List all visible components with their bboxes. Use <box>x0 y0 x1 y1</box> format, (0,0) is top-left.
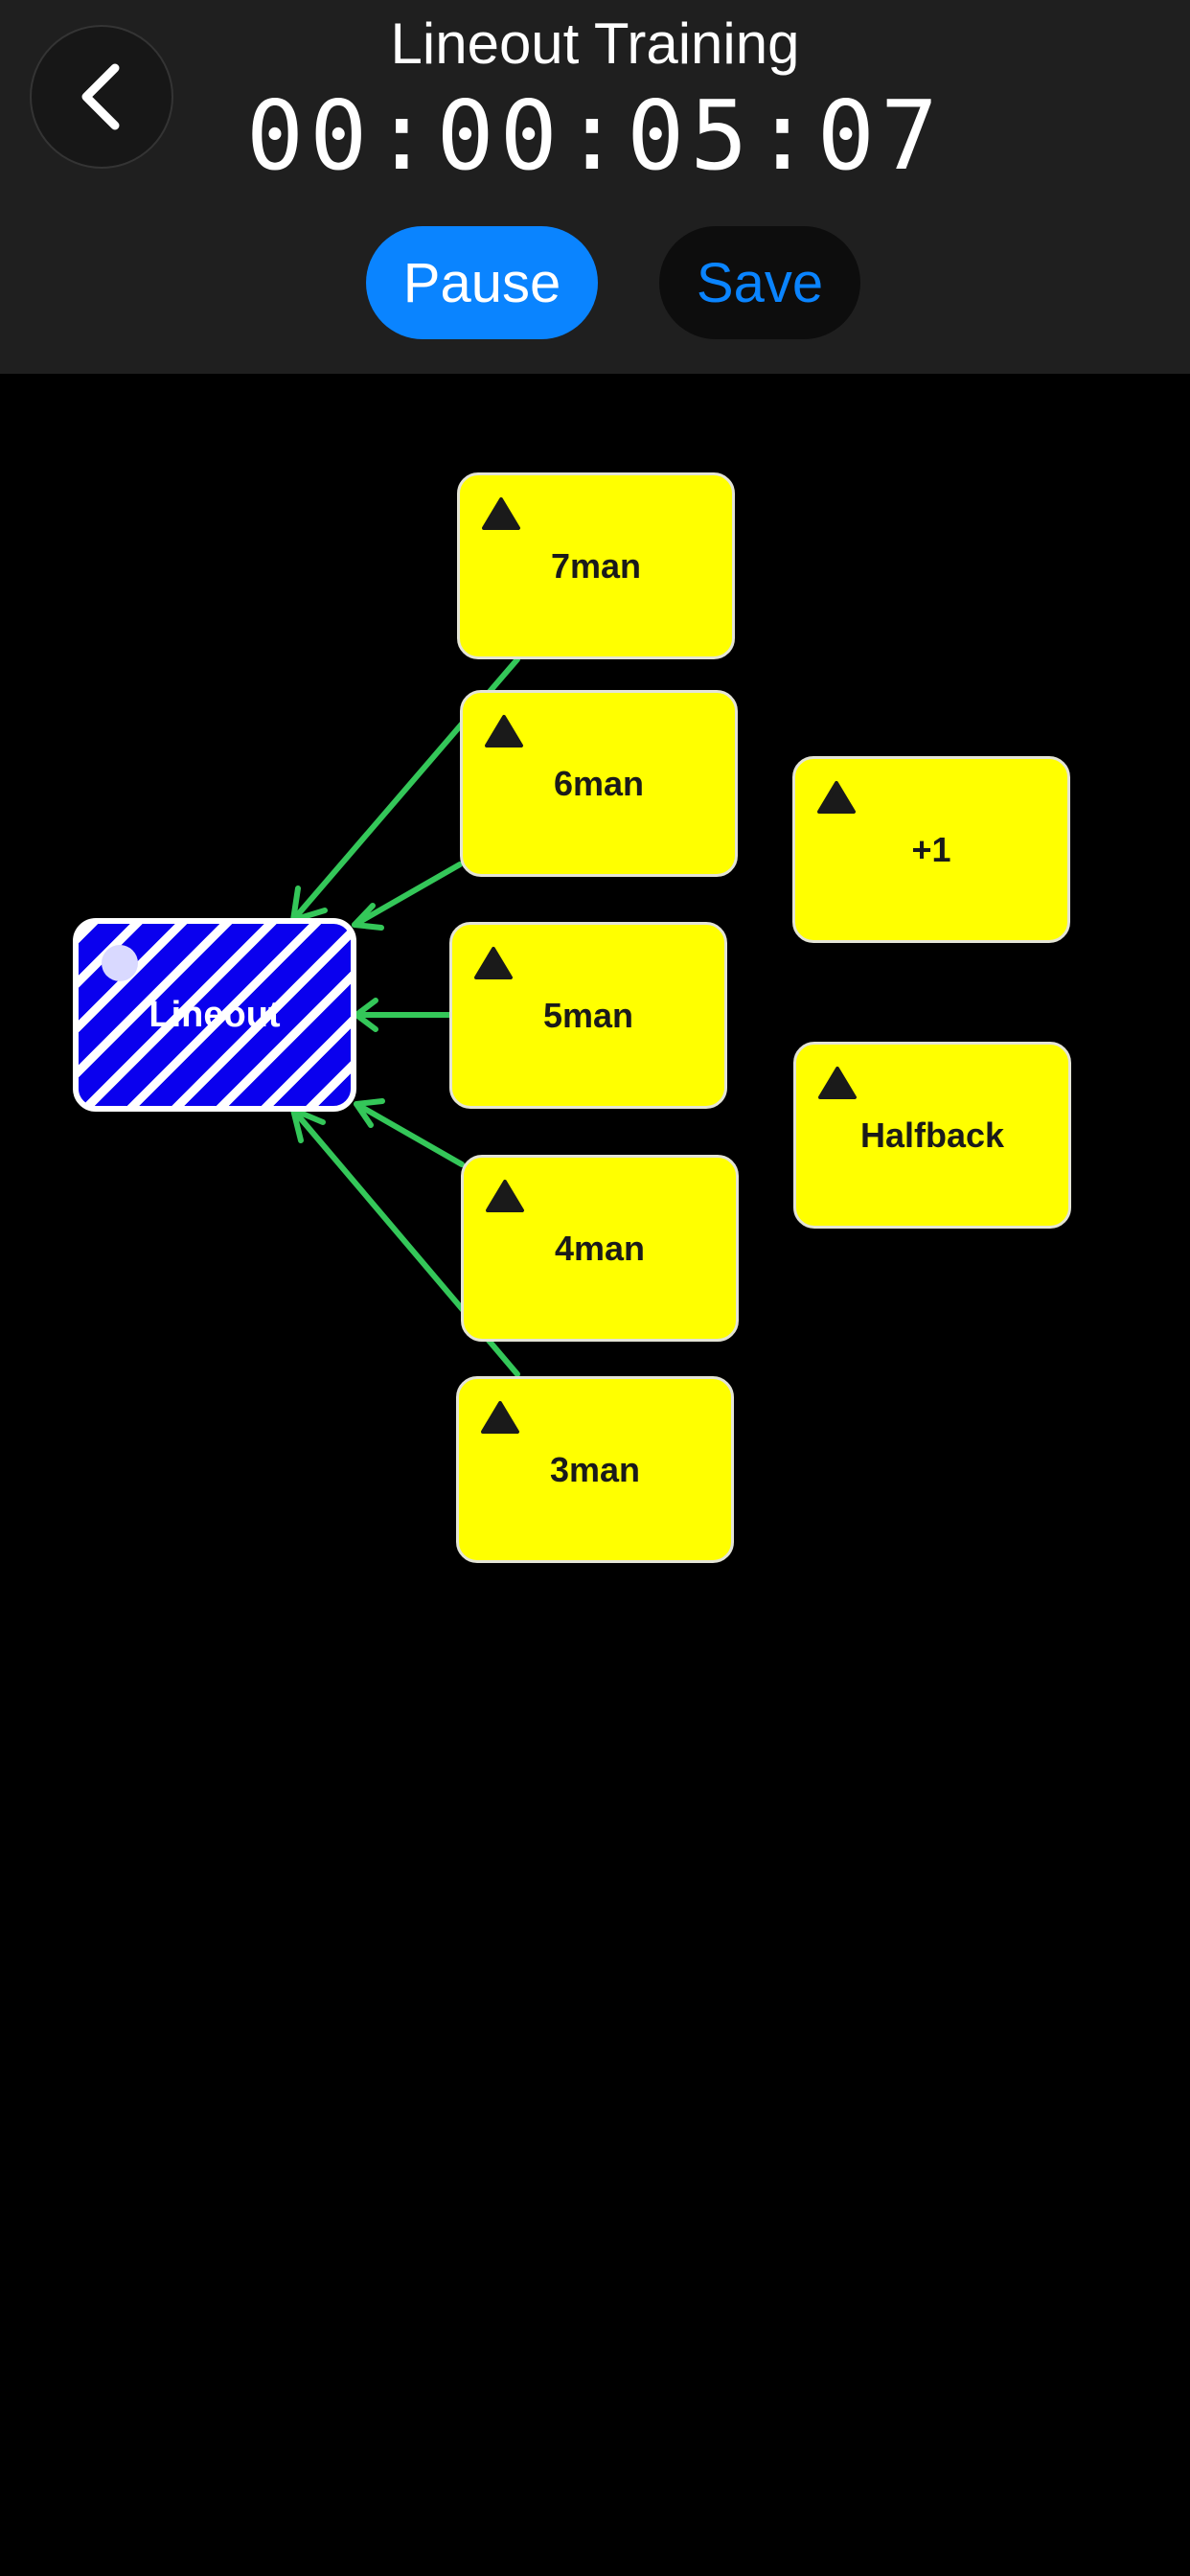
node-label: Lineout <box>149 994 281 1035</box>
warning-triangle-icon <box>481 1401 519 1434</box>
elapsed-timer: 00:00:05:07 <box>245 80 945 192</box>
node-plus1[interactable]: +1 <box>792 756 1070 943</box>
edge-4man-lineout <box>354 1098 465 1167</box>
warning-triangle-icon <box>482 497 520 530</box>
node-7man[interactable]: 7man <box>457 472 735 659</box>
node-label: 6man <box>553 763 645 803</box>
chevron-left-icon <box>81 63 120 130</box>
node-label: 4man <box>554 1228 646 1268</box>
edge-5man-lineout <box>354 998 455 1032</box>
warning-triangle-icon <box>486 1180 524 1212</box>
node-label: 3man <box>549 1449 641 1489</box>
warning-triangle-icon <box>485 715 523 748</box>
pause-button[interactable]: Pause <box>366 226 598 339</box>
edge-6man-lineout <box>352 862 463 931</box>
warning-triangle-icon <box>818 1067 857 1099</box>
node-5man[interactable]: 5man <box>449 922 727 1109</box>
warning-triangle-icon <box>474 947 513 979</box>
selection-dot-icon <box>102 945 138 981</box>
node-label: 5man <box>542 995 634 1035</box>
node-label: +1 <box>911 829 951 869</box>
warning-triangle-icon <box>817 781 856 814</box>
back-button[interactable] <box>30 25 173 169</box>
header-bar: Lineout Training 00:00:05:07 Pause Save <box>0 0 1190 374</box>
node-label: 7man <box>550 545 642 586</box>
lineout-node[interactable]: Lineout <box>73 918 356 1112</box>
save-button[interactable]: Save <box>659 226 860 339</box>
diagram-canvas: Lineout 7man 6man 5man 4man 3man +1 Half… <box>0 374 1190 2576</box>
page-title: Lineout Training <box>390 12 800 76</box>
node-6man[interactable]: 6man <box>460 690 738 877</box>
node-halfback[interactable]: Halfback <box>793 1042 1071 1229</box>
node-3man[interactable]: 3man <box>456 1376 734 1563</box>
node-4man[interactable]: 4man <box>461 1155 739 1342</box>
node-label: Halfback <box>859 1115 1005 1155</box>
